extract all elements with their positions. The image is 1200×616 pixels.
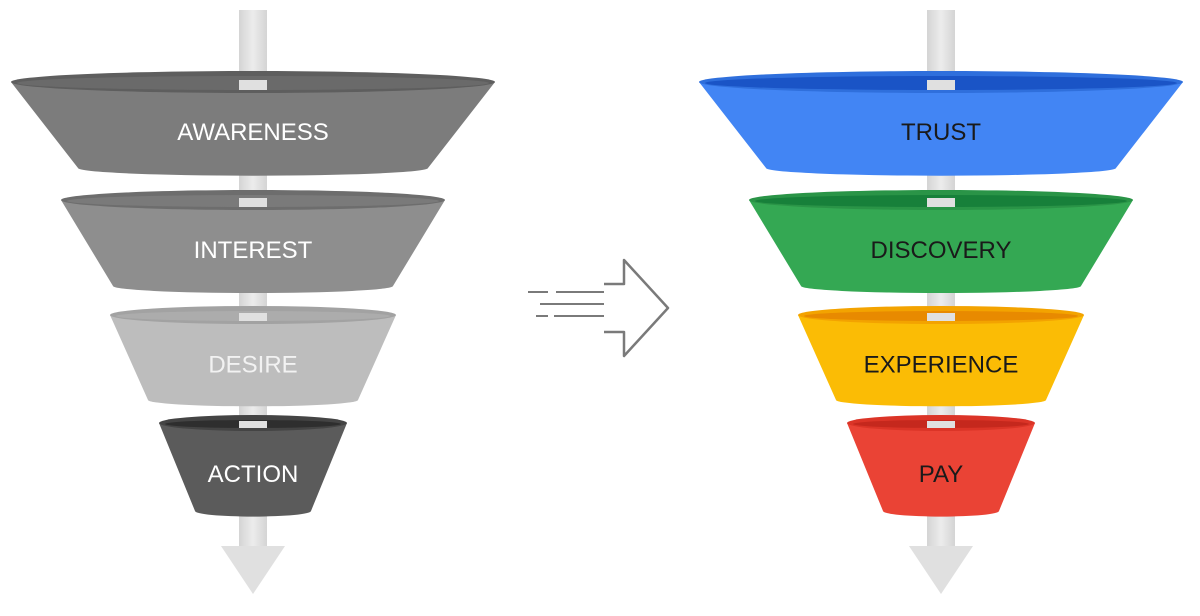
funnel-stage-body <box>11 82 495 176</box>
funnel-stage-body <box>699 82 1183 176</box>
funnel-shaft-segment <box>239 198 267 207</box>
funnel-shaft-segment <box>239 80 267 90</box>
funnel-stage-label: EXPERIENCE <box>864 352 1019 379</box>
right-funnel: TRUST DISCOVERY EXPERIENCE PAY <box>699 10 1183 594</box>
funnel-stage: TRUST <box>699 71 1183 176</box>
funnel-stage-body <box>798 315 1084 407</box>
funnel-stage: DESIRE <box>110 306 396 407</box>
funnel-shaft-segment <box>927 313 955 321</box>
funnel-shaft-segment <box>927 198 955 207</box>
funnel-stage-label: AWARENESS <box>177 119 329 146</box>
down-arrow-icon <box>909 546 973 594</box>
funnel-stage-body <box>159 423 347 517</box>
funnel-stage-body <box>61 200 445 293</box>
funnel-stage-label: INTEREST <box>194 237 313 264</box>
funnel-shaft-segment <box>239 421 267 428</box>
funnel-stage-label: DESIRE <box>208 352 297 379</box>
funnel-stage: PAY <box>847 415 1035 517</box>
funnel-stage: DISCOVERY <box>749 190 1133 293</box>
right-arrow-icon <box>528 258 670 358</box>
funnel-stage: EXPERIENCE <box>798 306 1084 407</box>
funnel-stage-label: TRUST <box>901 119 981 146</box>
funnel-stage: INTEREST <box>61 190 445 293</box>
left-funnel: AWARENESS INTEREST DESIRE ACTION <box>11 10 495 594</box>
funnel-stage-body <box>110 315 396 407</box>
funnel-stage-label: DISCOVERY <box>871 237 1012 264</box>
funnel-stage: ACTION <box>159 415 347 517</box>
funnel-stage-label: ACTION <box>208 461 299 488</box>
funnel-stage-label: PAY <box>919 461 963 488</box>
funnel-shaft-segment <box>927 421 955 428</box>
funnel-stage-body <box>847 423 1035 517</box>
funnel-shaft-segment <box>239 313 267 321</box>
funnel-stage-body <box>749 200 1133 293</box>
funnel-shaft-segment <box>927 80 955 90</box>
funnel-stage: AWARENESS <box>11 71 495 176</box>
down-arrow-icon <box>221 546 285 594</box>
